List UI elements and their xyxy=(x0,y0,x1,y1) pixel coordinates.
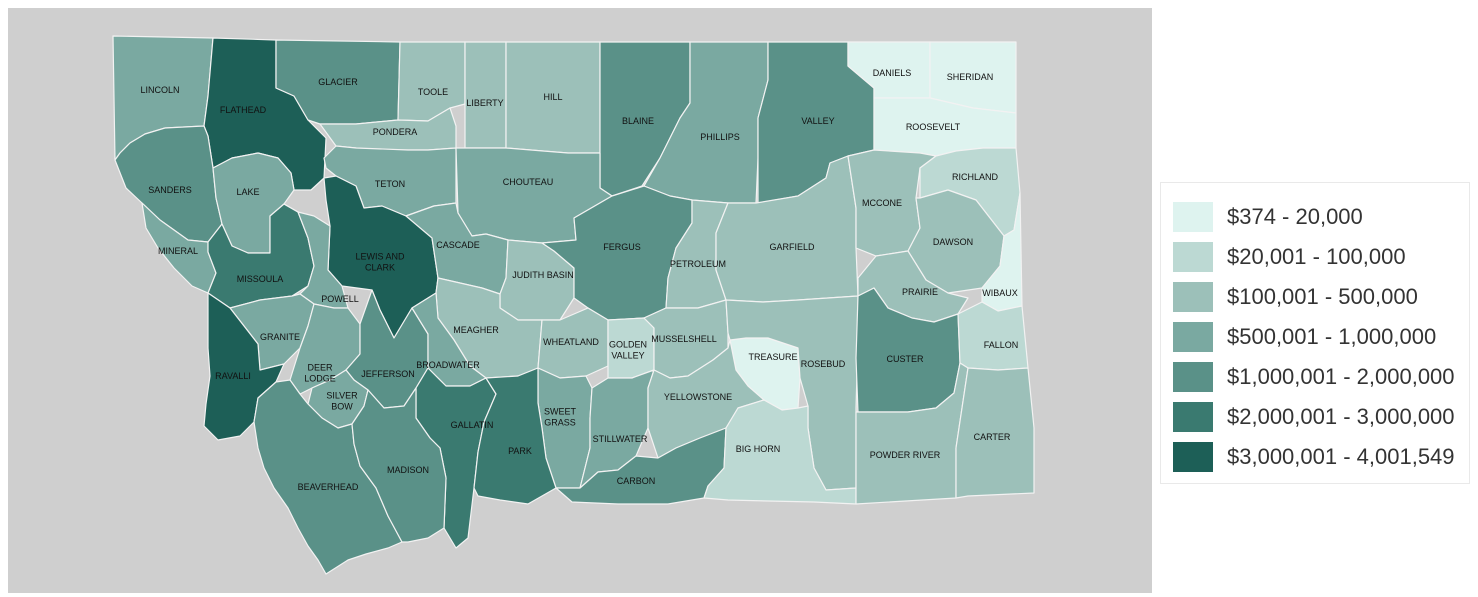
county-liberty[interactable] xyxy=(464,41,507,149)
county-label-roosevelt: ROOSEVELT xyxy=(906,122,961,132)
legend-label: $100,001 - 500,000 xyxy=(1227,284,1418,309)
county-label-big-horn: BIG HORN xyxy=(736,444,781,454)
legend-swatch xyxy=(1173,202,1213,232)
county-label-garfield: GARFIELD xyxy=(769,242,815,252)
county-label-beaverhead: BEAVERHEAD xyxy=(298,482,359,492)
county-label-sheridan: SHERIDAN xyxy=(947,72,994,82)
county-label-jefferson: JEFFERSON xyxy=(361,369,415,379)
county-label-musselshell: MUSSELSHELL xyxy=(651,334,717,344)
county-label-carbon: CARBON xyxy=(617,476,656,486)
county-label-liberty: LIBERTY xyxy=(466,98,503,108)
county-park[interactable] xyxy=(473,367,557,505)
legend-label: $1,000,001 - 2,000,000 xyxy=(1227,364,1455,389)
county-carter[interactable] xyxy=(955,367,1035,499)
county-label-stillwater: STILLWATER xyxy=(593,434,648,444)
legend: $374 - 20,000 $20,001 - 100,000 $100,001 -… xyxy=(1160,182,1470,484)
county-garfield[interactable] xyxy=(715,155,859,303)
county-label-wibaux: WIBAUX xyxy=(982,288,1018,298)
legend-swatch xyxy=(1173,402,1213,432)
county-label-valley: VALLEY xyxy=(801,116,834,126)
county-label-toole: TOOLE xyxy=(418,87,448,97)
county-label-powder-river: POWDER RIVER xyxy=(870,450,941,460)
county-label-lincoln: LINCOLN xyxy=(140,85,179,95)
county-label-judith-basin: JUDITH BASIN xyxy=(512,270,574,280)
legend-label: $500,001 - 1,000,000 xyxy=(1227,324,1437,349)
legend-label: $3,000,001 - 4,001,549 xyxy=(1227,444,1455,469)
county-label-park: PARK xyxy=(508,446,532,456)
legend-swatch xyxy=(1173,322,1213,352)
county-label-broadwater: BROADWATER xyxy=(416,360,480,370)
county-label-meagher: MEAGHER xyxy=(453,325,499,335)
county-label-wheatland: WHEATLAND xyxy=(543,337,599,347)
county-label-dawson: DAWSON xyxy=(933,237,973,247)
county-label-blaine: BLAINE xyxy=(622,116,654,126)
legend-swatch xyxy=(1173,282,1213,312)
montana-county-map[interactable]: LINCOLN FLATHEAD GLACIER TOOLE LIBERTY HILL BL… xyxy=(8,8,1152,593)
county-label-lake: LAKE xyxy=(236,187,259,197)
county-label-custer: CUSTER xyxy=(886,354,924,364)
legend-item: $100,001 - 500,000 xyxy=(1173,277,1469,317)
county-label-prairie: PRAIRIE xyxy=(902,287,938,297)
county-label-richland: RICHLAND xyxy=(952,172,999,182)
county-toole[interactable] xyxy=(397,41,466,122)
legend-label: $20,001 - 100,000 xyxy=(1227,244,1406,269)
county-label-fallon: FALLON xyxy=(984,340,1019,350)
county-label-madison: MADISON xyxy=(387,465,429,475)
county-label-daniels: DANIELS xyxy=(873,68,912,78)
legend-item: $1,000,001 - 2,000,000 xyxy=(1173,357,1469,397)
legend-swatch xyxy=(1173,442,1213,472)
county-label-flathead: FLATHEAD xyxy=(220,105,267,115)
county-label-hill: HILL xyxy=(543,92,562,102)
county-label-yellowstone: YELLOWSTONE xyxy=(664,392,732,402)
county-label-mccone: MCCONE xyxy=(862,198,902,208)
county-label-pondera: PONDERA xyxy=(373,127,418,137)
legend-item: $500,001 - 1,000,000 xyxy=(1173,317,1469,357)
county-label-missoula: MISSOULA xyxy=(237,274,284,284)
county-label-carter: CARTER xyxy=(974,432,1011,442)
legend-label: $2,000,001 - 3,000,000 xyxy=(1227,404,1455,429)
county-label-powell: POWELL xyxy=(321,294,359,304)
map-panel: LINCOLN FLATHEAD GLACIER TOOLE LIBERTY HILL BL… xyxy=(8,8,1152,593)
legend-item: $3,000,001 - 4,001,549 xyxy=(1173,437,1469,477)
county-label-ravalli: RAVALLI xyxy=(215,371,251,381)
county-sanders[interactable] xyxy=(114,125,223,243)
legend-swatch xyxy=(1173,242,1213,272)
legend-item: $2,000,001 - 3,000,000 xyxy=(1173,397,1469,437)
county-label-mineral: MINERAL xyxy=(158,246,198,256)
legend-item: $374 - 20,000 xyxy=(1173,197,1469,237)
county-label-petroleum: PETROLEUM xyxy=(670,259,726,269)
county-label-sanders: SANDERS xyxy=(148,185,192,195)
county-label-glacier: GLACIER xyxy=(318,77,358,87)
county-label-treasure: TREASURE xyxy=(748,352,797,362)
county-fallon[interactable] xyxy=(957,301,1029,371)
county-label-cascade: CASCADE xyxy=(436,240,480,250)
county-madison[interactable] xyxy=(351,387,447,543)
county-label-gallatin: GALLATIN xyxy=(451,420,494,430)
legend-item: $20,001 - 100,000 xyxy=(1173,237,1469,277)
legend-swatch xyxy=(1173,362,1213,392)
county-label-granite: GRANITE xyxy=(260,332,300,342)
county-label-rosebud: ROSEBUD xyxy=(801,359,846,369)
legend-label: $374 - 20,000 xyxy=(1227,204,1363,229)
county-big-horn[interactable] xyxy=(703,399,857,505)
county-label-phillips: PHILLIPS xyxy=(700,132,740,142)
county-label-fergus: FERGUS xyxy=(603,242,641,252)
county-label-teton: TETON xyxy=(375,179,405,189)
county-label-chouteau: CHOUTEAU xyxy=(503,177,554,187)
